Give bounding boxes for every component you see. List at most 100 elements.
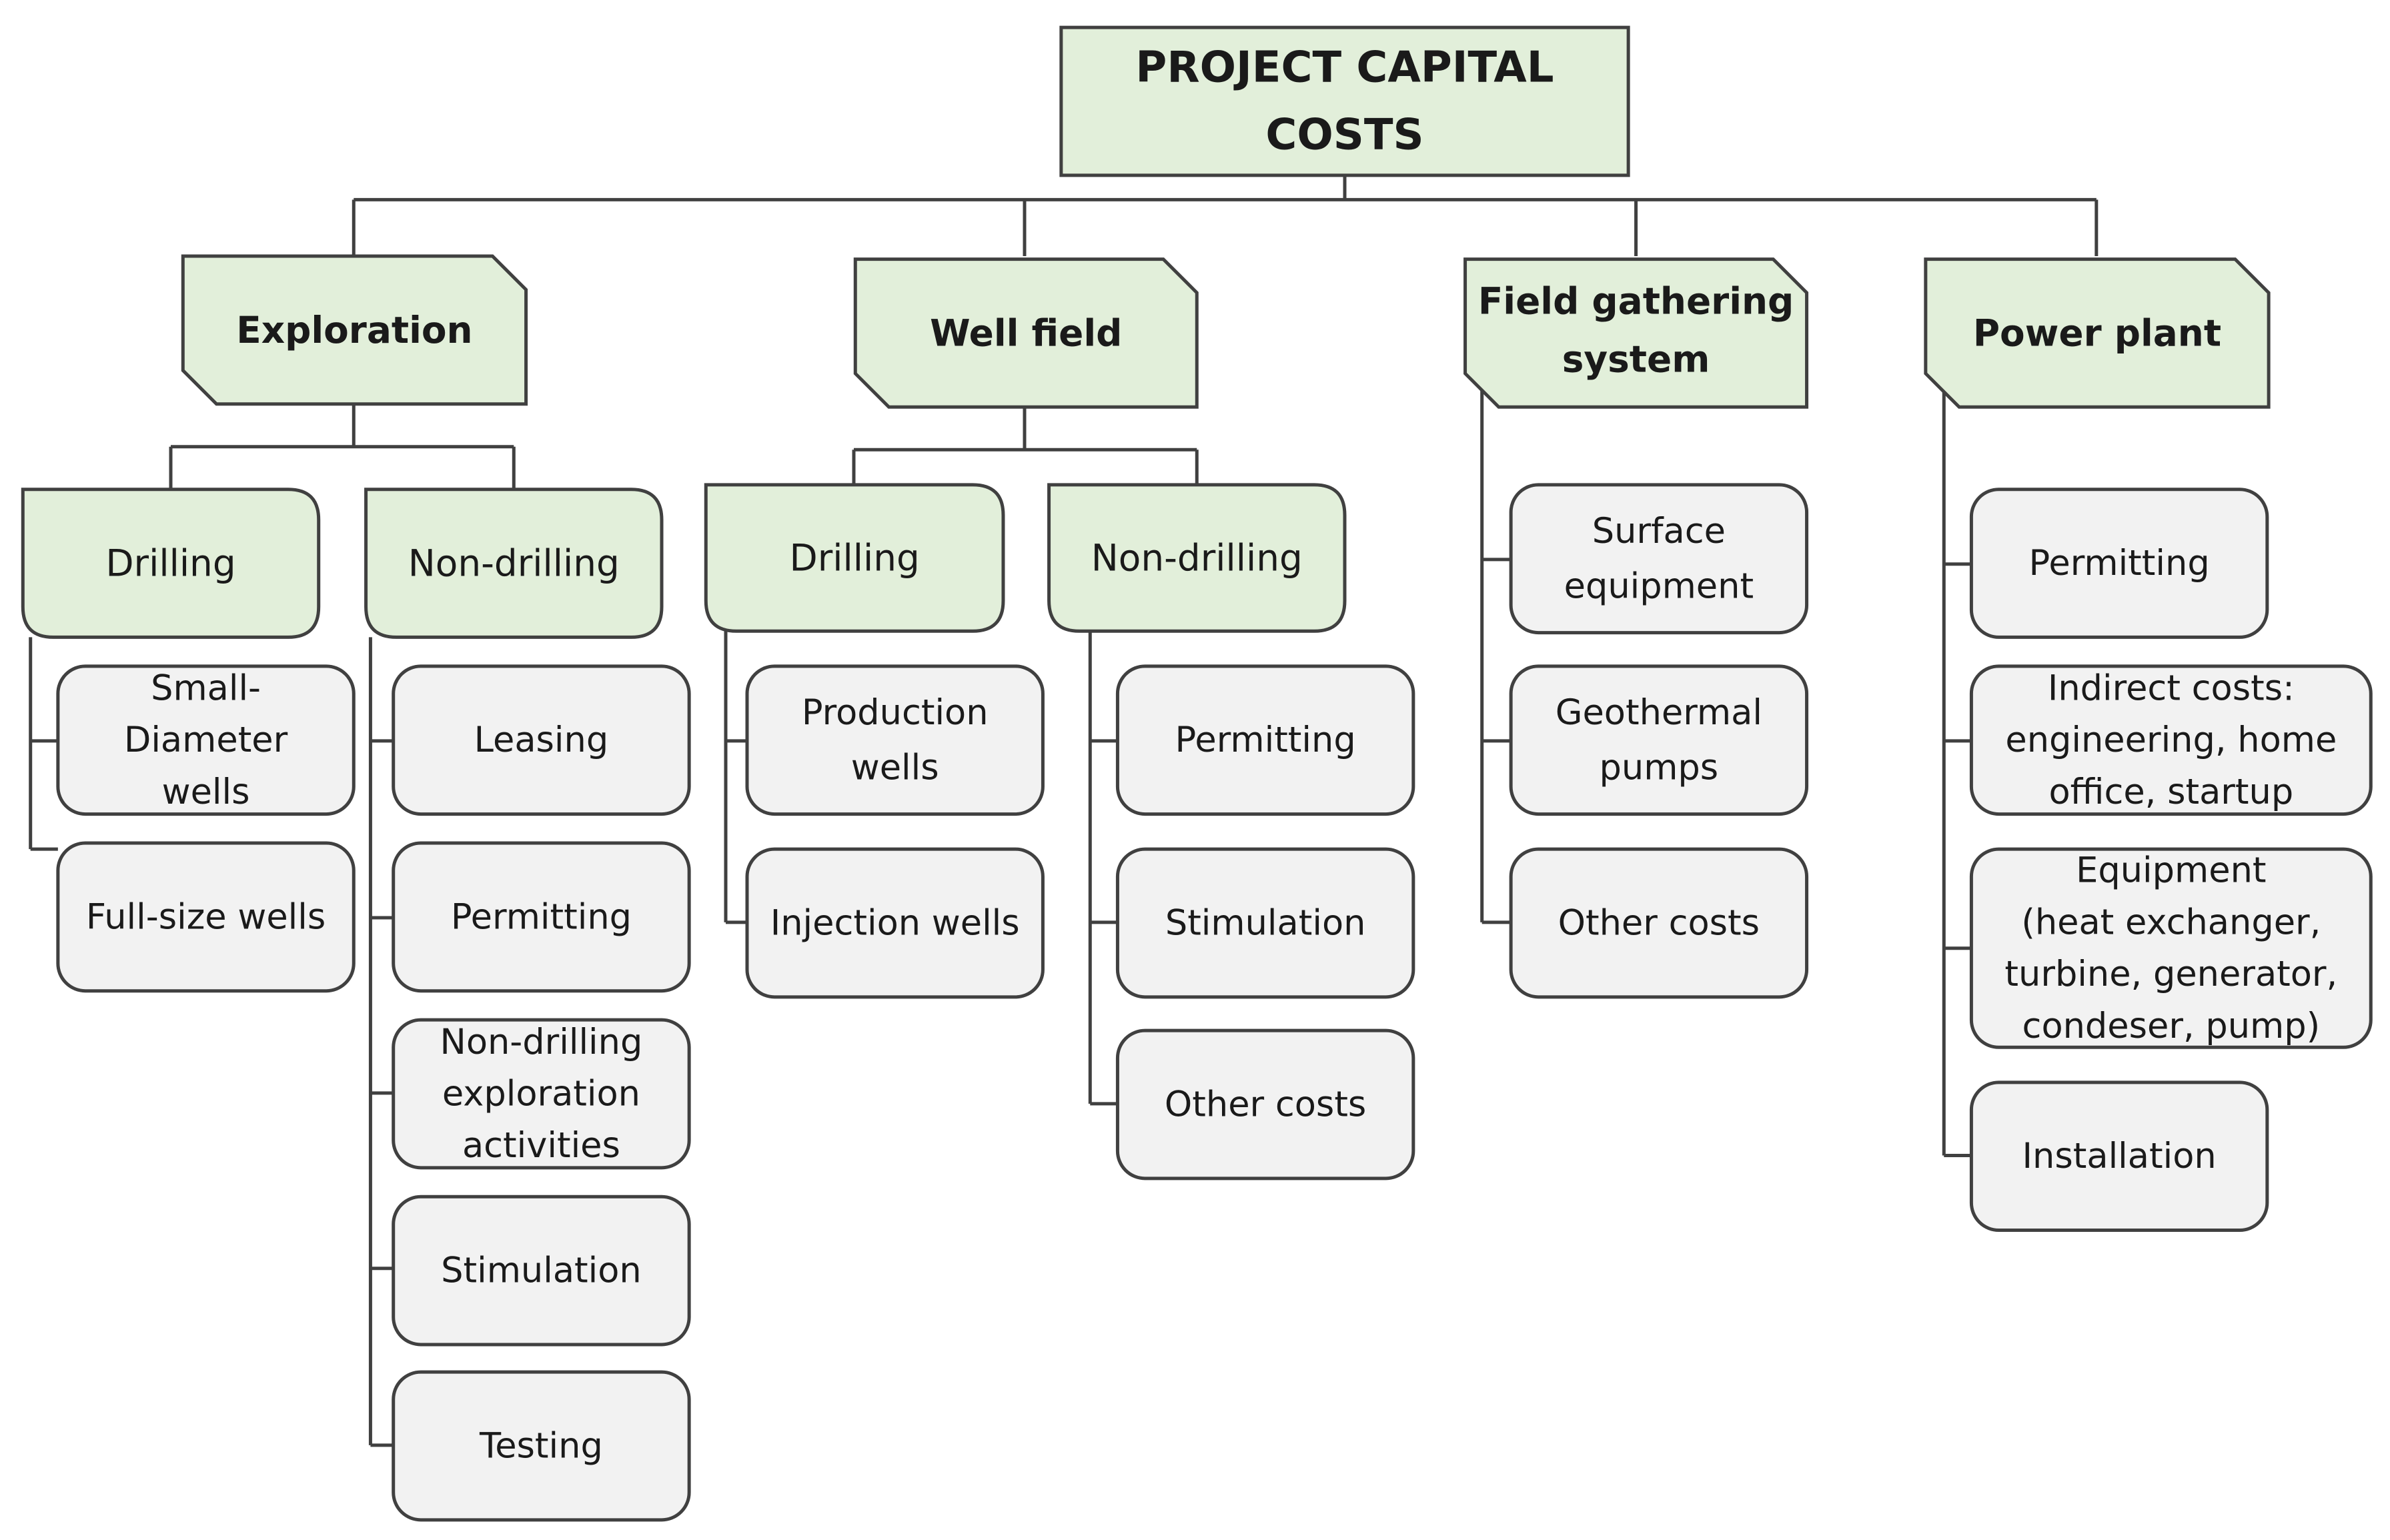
cost-item-box bbox=[1509, 483, 1809, 635]
node-label-line: pumps bbox=[1600, 747, 1719, 788]
cost-item-node: Small- Diameter wells bbox=[56, 664, 356, 816]
cost-item-box bbox=[1115, 847, 1415, 999]
node-label-line: Drilling bbox=[105, 542, 235, 585]
cost-item-box bbox=[1509, 847, 1809, 999]
subcategory-node: Drilling bbox=[21, 488, 321, 639]
root-box bbox=[1059, 25, 1630, 177]
subcategory-box bbox=[364, 488, 664, 639]
cost-item-box bbox=[1509, 664, 1809, 816]
cost-item-node: Other costs bbox=[1115, 1028, 1415, 1181]
node-label-line: COSTS bbox=[1265, 110, 1423, 159]
node-label-line: Field gathering bbox=[1478, 279, 1794, 322]
cost-item-node: Permitting bbox=[1115, 664, 1415, 816]
cost-item-box bbox=[392, 664, 691, 816]
subcategory-node: Non-drilling bbox=[364, 488, 664, 639]
node-label-line: Well field bbox=[930, 311, 1122, 354]
node-label-line: Diameter bbox=[124, 720, 288, 760]
node-label-line: Stimulation bbox=[1165, 902, 1366, 943]
node-label-line: Geothermal bbox=[1556, 692, 1762, 733]
node-label-line: Production bbox=[802, 692, 989, 733]
node-label-line: equipment bbox=[1564, 566, 1754, 606]
node-label-line: office, startup bbox=[2048, 772, 2293, 812]
category-box bbox=[853, 257, 1199, 409]
cost-item-box bbox=[745, 847, 1045, 999]
category-node: Exploration bbox=[181, 254, 528, 406]
node-label-line: activities bbox=[462, 1125, 620, 1166]
node-label-line: Permitting bbox=[2029, 543, 2210, 584]
category-node: Field gathering system bbox=[1463, 257, 1809, 409]
cost-item-node: Stimulation bbox=[392, 1195, 691, 1347]
node-label-line: Indirect costs: bbox=[2048, 668, 2295, 708]
node-label-line: wells bbox=[162, 772, 250, 812]
node-label-line: Testing bbox=[479, 1425, 603, 1466]
node-label-line: engineering, home bbox=[2005, 720, 2337, 760]
category-box bbox=[1924, 257, 2271, 409]
node-label-line: Other costs bbox=[1558, 902, 1760, 943]
node-label-line: Permitting bbox=[451, 896, 632, 937]
cost-item-node: Permitting bbox=[392, 841, 691, 993]
node-label-line: exploration bbox=[442, 1073, 640, 1114]
cost-item-node: Permitting bbox=[1969, 488, 2269, 639]
node-label-line: Leasing bbox=[474, 720, 609, 760]
node-label-line: Full-size wells bbox=[86, 896, 326, 937]
cost-item-node: Production wells bbox=[745, 664, 1045, 816]
node-label-line: condeser, pump) bbox=[2022, 1006, 2321, 1046]
cost-item-node: Full-size wells bbox=[56, 841, 356, 993]
node-label-line: PROJECT CAPITAL bbox=[1135, 43, 1554, 93]
node-label-line: Non-drilling bbox=[1091, 537, 1303, 580]
subcategory-box bbox=[21, 488, 321, 639]
cost-item-box bbox=[56, 664, 356, 816]
cost-item-box bbox=[392, 1018, 691, 1170]
cost-item-node: Other costs bbox=[1509, 847, 1809, 999]
node-label-line: Injection wells bbox=[770, 902, 1020, 943]
cost-item-node: Installation bbox=[1969, 1080, 2269, 1233]
node-label-line: (heat exchanger, bbox=[2021, 902, 2321, 942]
cost-item-box bbox=[392, 841, 691, 993]
cost-item-box bbox=[1969, 488, 2269, 639]
category-node: Well field bbox=[853, 257, 1199, 409]
node-label-line: Non-drilling bbox=[408, 542, 620, 585]
subcategory-node: Drilling bbox=[704, 483, 1005, 633]
node-label-line: turbine, generator, bbox=[2004, 954, 2337, 994]
node-label-line: Drilling bbox=[789, 537, 919, 580]
cost-item-node: Geothermal pumps bbox=[1509, 664, 1809, 816]
node-label-line: system bbox=[1562, 337, 1710, 380]
cost-item-box bbox=[392, 1370, 691, 1522]
cost-item-node: Surface equipment bbox=[1509, 483, 1809, 635]
root-node: PROJECT CAPITAL COSTS bbox=[1059, 25, 1630, 177]
cost-item-node: Indirect costs: engineering, home office, … bbox=[1969, 664, 2373, 816]
cost-item-box bbox=[1969, 1080, 2269, 1233]
cost-item-box bbox=[1115, 1028, 1415, 1181]
cost-item-node: Leasing bbox=[392, 664, 691, 816]
node-label-line: Permitting bbox=[1175, 720, 1356, 760]
cost-item-box bbox=[1969, 664, 2373, 816]
node-label-line: Surface bbox=[1592, 511, 1726, 552]
cost-item-box bbox=[1969, 847, 2373, 1049]
node-label-line: Non-drilling bbox=[440, 1022, 643, 1062]
connector-lines bbox=[29, 175, 2099, 1447]
cost-item-node: Injection wells bbox=[745, 847, 1045, 999]
category-box bbox=[1463, 257, 1809, 409]
node-label-line: Power plant bbox=[1973, 311, 2221, 354]
category-box bbox=[181, 254, 528, 406]
category-node: Power plant bbox=[1924, 257, 2271, 409]
cost-item-node: Testing bbox=[392, 1370, 691, 1522]
cost-item-box bbox=[1115, 664, 1415, 816]
cost-item-box bbox=[745, 664, 1045, 816]
node-label-line: Other costs bbox=[1165, 1084, 1366, 1124]
node-label-line: Exploration bbox=[236, 309, 472, 351]
cost-item-box bbox=[392, 1195, 691, 1347]
diagram-nodes: PROJECT CAPITAL COSTS Exploration Well fiel… bbox=[21, 25, 2373, 1522]
node-label-line: Stimulation bbox=[441, 1251, 642, 1291]
cost-item-node: Stimulation bbox=[1115, 847, 1415, 999]
cost-item-node: Non-drilling exploration activities bbox=[392, 1018, 691, 1170]
node-label-line: wells bbox=[851, 747, 939, 788]
subcategory-node: Non-drilling bbox=[1047, 483, 1347, 633]
node-label-line: Small- bbox=[151, 668, 261, 708]
subcategory-box bbox=[1047, 483, 1347, 633]
node-label-line: Installation bbox=[2022, 1136, 2217, 1177]
cost-item-node: Equipment(heat exchanger,turbine, genera… bbox=[1969, 847, 2373, 1049]
cost-item-box bbox=[56, 841, 356, 993]
subcategory-box bbox=[704, 483, 1005, 633]
